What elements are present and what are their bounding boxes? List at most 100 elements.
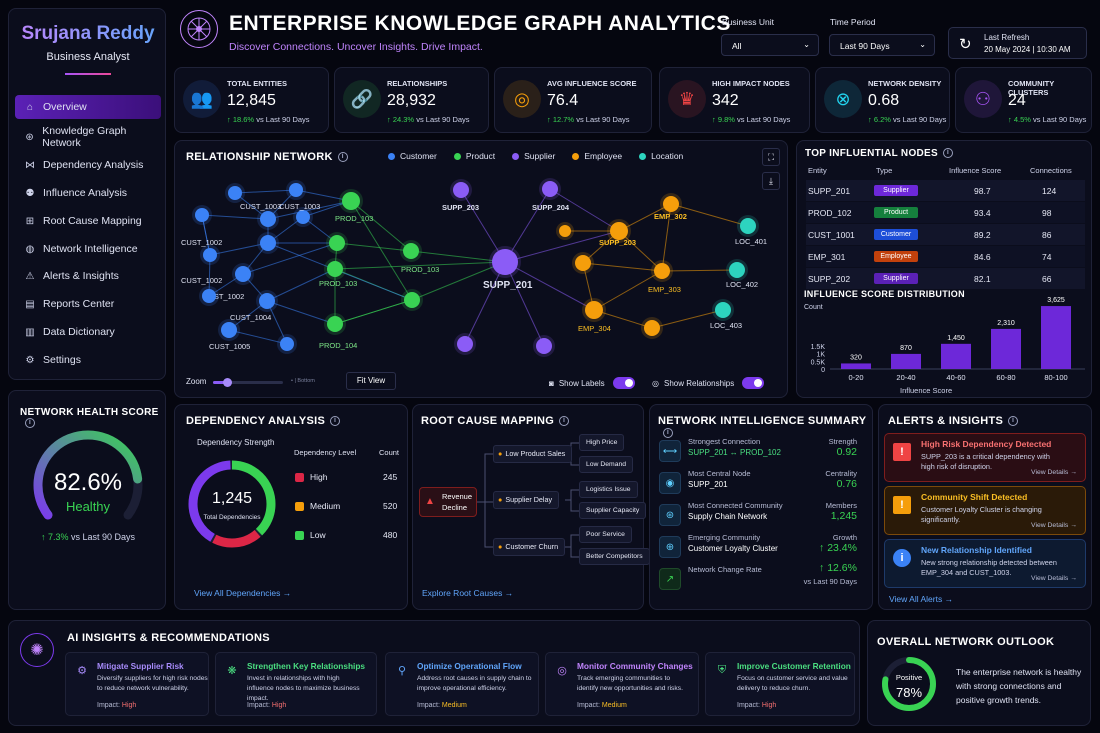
leaf-cause[interactable]: High Price [579, 434, 625, 451]
network-node[interactable] [202, 289, 216, 303]
network-node[interactable] [260, 235, 276, 251]
cause-node[interactable]: ●Supplier Delay [493, 491, 560, 509]
network-node[interactable] [329, 235, 345, 251]
leaf-cause[interactable]: Logistics Issue [579, 481, 638, 498]
view-all-alerts-link[interactable]: View All Alerts → [889, 594, 954, 604]
explore-root-causes-link[interactable]: Explore Root Causes → [422, 588, 514, 598]
view-details-link[interactable]: View Details → [1031, 575, 1077, 582]
network-node[interactable] [403, 243, 419, 259]
network-node[interactable] [404, 292, 420, 308]
intel-row[interactable]: ↗Network Change Rate↑ 12.6%vs Last 90 Da… [657, 562, 857, 595]
refresh-button[interactable]: ↻ Last Refresh 20 May 2024 | 10:30 AM [948, 27, 1087, 59]
sidebar-item-reports-center[interactable]: ▤Reports Center [15, 292, 161, 316]
legend-item-location[interactable]: Location [639, 151, 683, 161]
sidebar-item-knowledge-graph-network[interactable]: ⊛Knowledge Graph Network [15, 125, 161, 149]
bar[interactable] [841, 363, 871, 369]
cause-node[interactable]: ●Low Product Sales [493, 445, 573, 463]
network-node[interactable] [195, 208, 209, 222]
network-node[interactable] [715, 302, 731, 318]
bar[interactable] [991, 328, 1021, 369]
show-relationships-toggle[interactable]: ◎Show Relationships [652, 377, 765, 389]
network-node[interactable] [296, 210, 310, 224]
network-node[interactable] [259, 293, 275, 309]
network-node[interactable] [280, 337, 294, 351]
network-node[interactable] [585, 301, 603, 319]
network-node[interactable] [453, 182, 469, 198]
cause-node[interactable]: ●Customer Churn [493, 538, 566, 556]
zoom-slider[interactable] [213, 378, 283, 387]
legend-item-supplier[interactable]: Supplier [512, 151, 555, 161]
sidebar-item-network-intelligence[interactable]: ◍Network Intelligence [15, 237, 161, 261]
network-node[interactable] [542, 181, 558, 197]
sidebar-item-settings[interactable]: ⚙Settings [15, 348, 161, 372]
network-node[interactable] [228, 186, 242, 200]
network-node[interactable] [342, 192, 360, 210]
legend-item-employee[interactable]: Employee [572, 151, 622, 161]
view-dependencies-link[interactable]: View All Dependencies → [194, 588, 292, 598]
network-node[interactable] [536, 338, 552, 354]
sidebar-item-root-cause-mapping[interactable]: ⊞Root Cause Mapping [15, 209, 161, 233]
sidebar-item-overview[interactable]: ⌂Overview [15, 95, 161, 119]
expand-icon[interactable]: ⛶ [762, 148, 780, 166]
leaf-cause[interactable]: Low Demand [579, 456, 634, 473]
bar[interactable] [891, 353, 921, 369]
view-details-link[interactable]: View Details → [1031, 522, 1077, 529]
sidebar-item-data-dictionary[interactable]: ▥Data Dictionary [15, 320, 161, 344]
network-node[interactable] [327, 316, 343, 332]
network-node[interactable] [203, 248, 217, 262]
leaf-cause[interactable]: Poor Service [579, 526, 632, 543]
legend-item-customer[interactable]: Customer [388, 151, 437, 161]
network-node[interactable] [740, 218, 756, 234]
legend-item-product[interactable]: Product [453, 151, 495, 161]
fit-view-button[interactable]: Fit View [346, 372, 396, 390]
network-node[interactable] [559, 225, 571, 237]
network-node[interactable] [289, 183, 303, 197]
sidebar-item-dependency-analysis[interactable]: ⋈Dependency Analysis [15, 153, 161, 177]
leaf-cause[interactable]: Better Competitors [579, 548, 650, 565]
download-icon[interactable]: ⤓ [762, 172, 780, 190]
network-node[interactable] [260, 211, 276, 227]
network-node[interactable] [575, 255, 591, 271]
view-details-link[interactable]: View Details → [1031, 469, 1077, 476]
network-node[interactable] [729, 262, 745, 278]
bar[interactable] [1041, 306, 1071, 369]
root-problem[interactable]: ▲ Revenue Decline [419, 487, 477, 517]
bar[interactable] [941, 343, 971, 369]
network-graph[interactable]: CUST_1003CUST_1003CUST_1002CUST_1002CUST… [175, 171, 787, 369]
network-node[interactable] [610, 222, 628, 240]
network-node[interactable] [327, 261, 343, 277]
sidebar-item-alerts-insights[interactable]: ⚠Alerts & Insights [15, 264, 161, 288]
time-period-select[interactable]: Last 90 Days⌄ [829, 34, 935, 56]
network-node[interactable] [654, 263, 670, 279]
leaf-cause[interactable]: Supplier Capacity [579, 502, 647, 519]
sidebar-item-influence-analysis[interactable]: ⚉Influence Analysis [15, 181, 161, 205]
business-unit-select[interactable]: All⌄ [721, 34, 819, 56]
network-node[interactable] [221, 322, 237, 338]
show-labels-toggle[interactable]: ◙Show Labels [549, 377, 635, 389]
network-node[interactable] [492, 249, 518, 275]
network-node[interactable] [663, 196, 679, 212]
